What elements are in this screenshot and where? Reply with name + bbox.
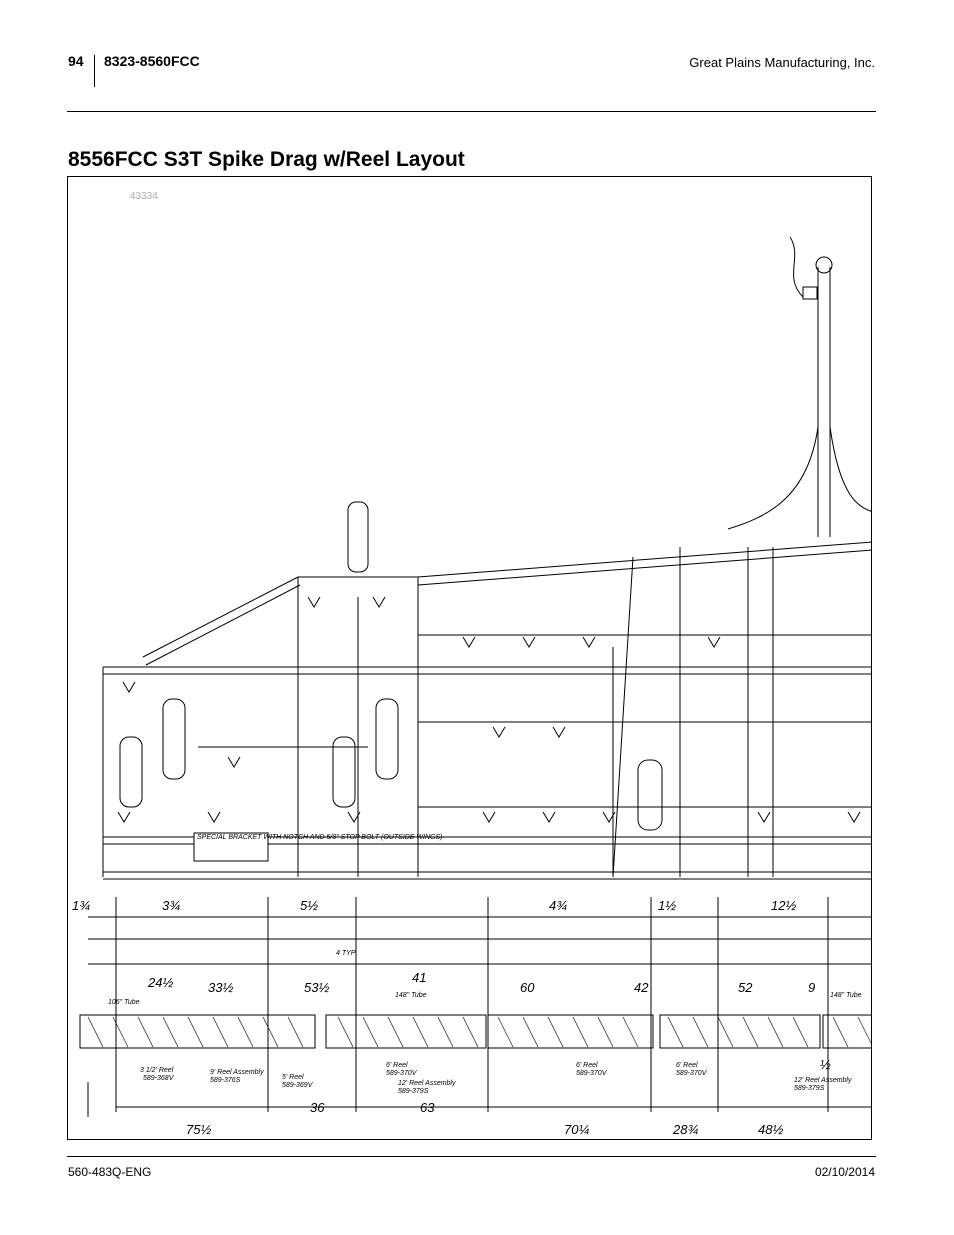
reel-1-part: 589-368V xyxy=(143,1075,175,1082)
dim-mid-3: 53½ xyxy=(304,980,329,995)
tube-label-3: 148" Tube xyxy=(830,992,862,999)
model-number: 8323-8560FCC xyxy=(104,53,200,69)
dim-upper-5: 1½ xyxy=(658,898,676,913)
dim-bottom-2: 36 xyxy=(310,1100,325,1115)
reel-1-size: 3 1/2' Reel xyxy=(140,1067,174,1074)
dim-bottom-3: 63 xyxy=(420,1100,435,1115)
header-divider xyxy=(94,55,95,87)
dim-mid-5: 60 xyxy=(520,980,535,995)
drawing-svg: SPECIAL BRACKET WITH NOTCH AND 5/8" STOP… xyxy=(72,236,871,1137)
dim-mid-1: 24½ xyxy=(147,975,173,990)
dim-bottom-5: 28¾ xyxy=(672,1122,698,1137)
dim-upper-6: 12½ xyxy=(771,898,796,913)
document-number: 560-483Q-ENG xyxy=(68,1165,152,1179)
reel-2-part: 589-376S xyxy=(210,1077,241,1084)
document-date: 02/10/2014 xyxy=(814,1165,875,1179)
dim-upper-3: 5½ xyxy=(300,898,318,913)
dim-bottom-6: 48½ xyxy=(758,1122,783,1137)
reel-4-part: 589-370V xyxy=(386,1070,418,1077)
bracket-note: SPECIAL BRACKET WITH NOTCH AND 5/8" STOP… xyxy=(197,834,442,841)
reel-2-size: 9' Reel Assembly xyxy=(210,1069,264,1076)
dim-reel-half: ½ xyxy=(820,1057,831,1072)
dim-upper-4: 4¾ xyxy=(549,898,567,913)
reel-7-size: 6' Reel xyxy=(676,1062,698,1069)
reel-8-size: 12' Reel Assembly xyxy=(794,1077,852,1084)
footer-rule xyxy=(67,1156,876,1157)
reel-5-size: 12' Reel Assembly xyxy=(398,1080,456,1087)
reel-5-part: 589-379S xyxy=(398,1088,429,1095)
reel-4-size: 6' Reel xyxy=(386,1062,408,1069)
tube-label-2: 148" Tube xyxy=(395,992,427,999)
reel-8-part: 589-379S xyxy=(794,1085,825,1092)
dim-mid-8: 9 xyxy=(808,980,815,995)
company-name: Great Plains Manufacturing, Inc. xyxy=(689,55,875,70)
dim-upper-1: 1¾ xyxy=(72,898,90,913)
dim-mid-7: 52 xyxy=(738,980,753,995)
reel-3-part: 589-369V xyxy=(282,1082,314,1089)
reel-6-size: 6' Reel xyxy=(576,1062,598,1069)
reel-7-part: 589-370V xyxy=(676,1070,708,1077)
dim-mid-2: 33½ xyxy=(208,980,233,995)
reel-6-part: 589-370V xyxy=(576,1070,608,1077)
dim-bottom-1: 75½ xyxy=(186,1122,211,1137)
header-rule xyxy=(67,111,876,112)
page-number: 94 xyxy=(68,53,84,69)
dim-mid-6: 42 xyxy=(634,980,649,995)
tube-label-1: 106" Tube xyxy=(108,999,140,1006)
dim-mid-4: 41 xyxy=(412,970,426,985)
dim-bottom-4: 70¼ xyxy=(564,1122,589,1137)
layout-drawing: 43334 xyxy=(67,176,872,1140)
dim-upper-2: 3¾ xyxy=(162,898,180,913)
page-title: 8556FCC S3T Spike Drag w/Reel Layout xyxy=(68,148,465,171)
reel-3-size: 5' Reel xyxy=(282,1074,304,1081)
typ-label: 4 TYP xyxy=(336,950,356,957)
figure-id: 43334 xyxy=(130,191,158,202)
